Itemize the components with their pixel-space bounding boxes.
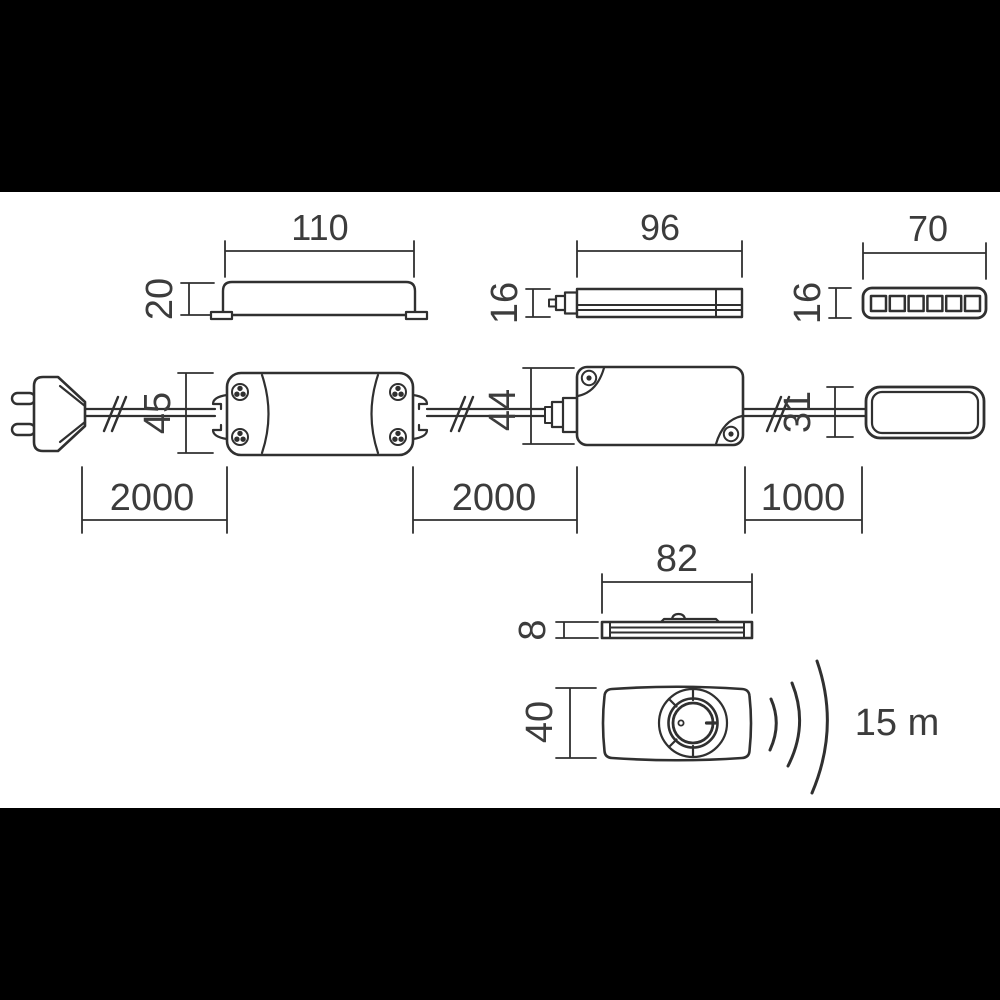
label-mains-cable-length: 2000: [110, 477, 195, 519]
dim-2000b-lines: [412, 466, 578, 534]
cables: [83, 407, 868, 418]
mount-hole-icon: [722, 425, 740, 443]
label-driver-width: 96: [640, 207, 680, 248]
dim-2000a-lines: [81, 466, 228, 534]
screws: [231, 383, 407, 446]
dial-knob-outer: [667, 697, 719, 749]
label-distributor-top-height: 31: [777, 391, 819, 433]
dial-spokes: [667, 687, 695, 759]
strain-relief-right: [411, 393, 429, 441]
label-remote-width: 82: [656, 538, 698, 580]
socket-5: [944, 294, 963, 313]
strain-relief-left: [211, 393, 229, 441]
plug-base: [563, 291, 579, 315]
distributor-outer: [864, 385, 986, 440]
mount-hole-icon: [580, 369, 598, 387]
distributor-sockets: [869, 294, 982, 313]
screw-icon: [231, 428, 249, 446]
label-driver-height: 16: [484, 282, 526, 324]
label-cover-width: 110: [291, 207, 348, 248]
remote-side-view: [555, 573, 754, 640]
cover-mounting-feet: [209, 310, 429, 321]
label-remote-thickness: 8: [512, 619, 554, 640]
view-driver-side: [525, 240, 744, 319]
remote-front-outline: [601, 685, 753, 762]
letterbox-bottom: [0, 808, 1000, 1000]
plug-body: [32, 375, 87, 453]
cable-break-icon: [765, 395, 791, 433]
screw-icon: [389, 428, 407, 446]
letterbox-top: [0, 0, 1000, 192]
label-cover-height: 20: [139, 278, 181, 320]
socket-6: [963, 294, 982, 313]
dim-82-lines: [601, 573, 753, 614]
label-distributor-cable-length: 1000: [761, 477, 846, 519]
view-cover-side: [180, 240, 429, 321]
driver-outline: [575, 365, 745, 447]
label-distributor-width: 70: [908, 208, 948, 249]
label-distributor-height: 16: [787, 282, 829, 324]
dim-44-lines: [522, 367, 575, 445]
dim-45-lines: [177, 372, 214, 454]
dial-marker-dot: [677, 719, 685, 727]
socket-1: [869, 294, 888, 313]
distributor-inner: [870, 390, 980, 435]
signal-waves-icon: [768, 659, 829, 795]
driver-side-detail: [576, 288, 743, 318]
plug-pin-bottom: [10, 422, 37, 437]
remote-side-detail: [609, 621, 745, 639]
dim-8-lines: [555, 621, 599, 639]
plug-pin-top: [10, 391, 37, 406]
dim-1000-lines: [744, 466, 863, 534]
socket-3: [907, 294, 925, 313]
socket-4: [926, 294, 944, 313]
distributor-top-body: [864, 385, 986, 440]
remote-front-view: [555, 659, 829, 795]
screw-icon: [231, 383, 249, 401]
label-psu-height: 45: [137, 392, 179, 434]
rotary-dial: [657, 687, 729, 759]
mount-tab-arcs: [576, 366, 744, 446]
remote-side-button-bump: [659, 612, 721, 624]
dim-40-lines: [555, 687, 597, 759]
remote-side-outline: [600, 620, 754, 640]
plug-body-detail: [58, 384, 87, 444]
driver-top-body: [544, 365, 745, 447]
power-supply-body: [211, 371, 429, 457]
socket-2: [888, 294, 907, 313]
dim-16a-lines: [525, 288, 551, 318]
label-output-cable-length: 2000: [452, 477, 537, 519]
label-driver-top-height: 44: [482, 389, 524, 431]
cable-break-icon: [102, 395, 128, 433]
dim-96-lines: [576, 240, 743, 278]
screw-icon: [389, 383, 407, 401]
cover-body: [221, 280, 417, 317]
dimension-labels: 110 20 96 16 70 16 45 44 31 2000 2000 10…: [110, 207, 948, 744]
cable-break-icon: [449, 395, 475, 433]
mains-plug: [10, 375, 87, 453]
drawing-lines: [10, 240, 988, 795]
dim-70-lines: [862, 242, 987, 280]
view-distributor-front: [828, 242, 988, 320]
label-wireless-range: 15 m: [855, 702, 939, 744]
power-supply-end-arcs: [260, 373, 380, 455]
driver-side-body: [575, 287, 744, 319]
dim-16b-lines: [828, 287, 852, 319]
label-remote-height: 40: [519, 701, 561, 743]
dim-20-lines: [180, 282, 215, 316]
power-supply-outline: [225, 371, 415, 457]
dim-31-lines: [826, 386, 854, 438]
dim-110-lines: [224, 240, 415, 278]
